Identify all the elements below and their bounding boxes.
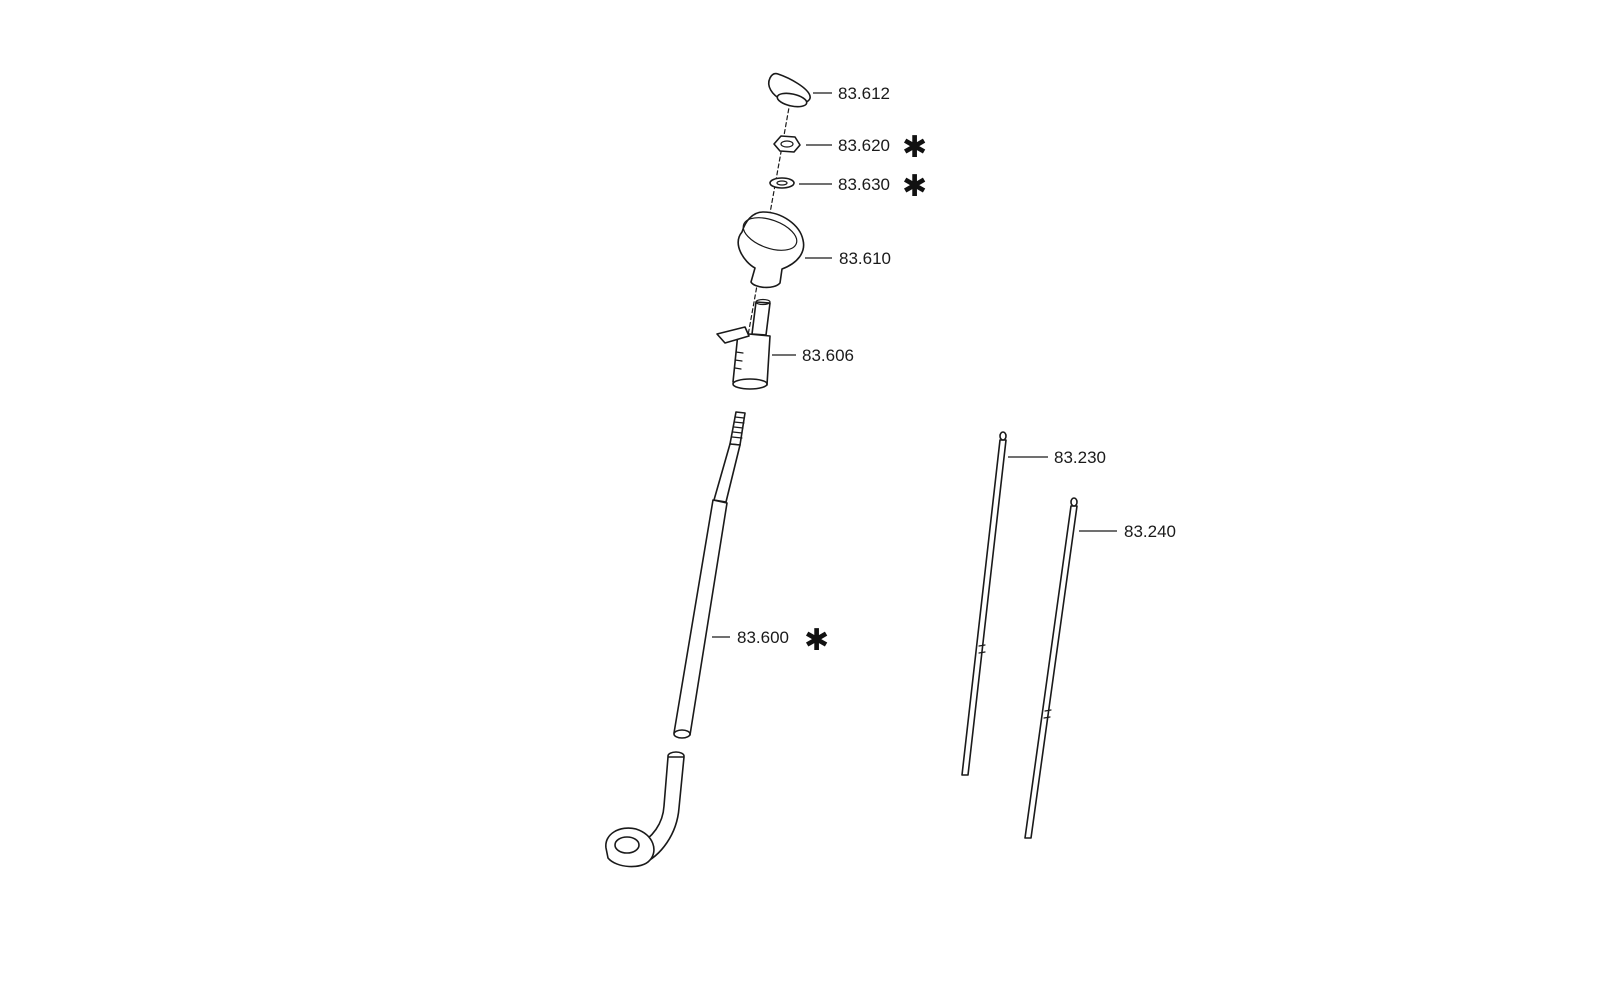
- part-number-label: 83.230: [1054, 448, 1106, 467]
- part-number-label: 83.606: [802, 346, 854, 365]
- callout-knob: 83.610: [805, 249, 891, 268]
- bushing-part[interactable]: [716, 298, 771, 390]
- callout-lever: 83.600 ✱: [712, 623, 829, 658]
- washer-part[interactable]: [769, 177, 795, 189]
- asterisk-marker-icon: ✱: [804, 623, 829, 658]
- callout-cap: 83.612: [813, 84, 890, 103]
- cap-part[interactable]: [767, 72, 811, 109]
- part-number-label: 83.610: [839, 249, 891, 268]
- part-number-label: 83.240: [1124, 522, 1176, 541]
- part-number-label: 83.612: [838, 84, 890, 103]
- rod-a-part[interactable]: [961, 431, 1007, 776]
- callout-rod-a: 83.230: [1008, 448, 1106, 467]
- asterisk-marker-icon: ✱: [902, 130, 927, 165]
- knob-part[interactable]: [737, 211, 805, 289]
- callout-bushing: 83.606: [772, 346, 854, 365]
- part-number-label: 83.630: [838, 175, 890, 194]
- callout-nut: 83.620 ✱: [806, 130, 927, 165]
- part-number-label: 83.600: [737, 628, 789, 647]
- rod-b-part[interactable]: [1024, 497, 1078, 839]
- asterisk-marker-icon: ✱: [902, 169, 927, 204]
- nut-part[interactable]: [773, 135, 801, 153]
- gear-lever-assembly: [605, 72, 811, 868]
- part-number-label: 83.620: [838, 136, 890, 155]
- callout-rod-b: 83.240: [1079, 522, 1176, 541]
- lever-part[interactable]: [605, 411, 746, 868]
- callout-washer: 83.630 ✱: [799, 169, 927, 204]
